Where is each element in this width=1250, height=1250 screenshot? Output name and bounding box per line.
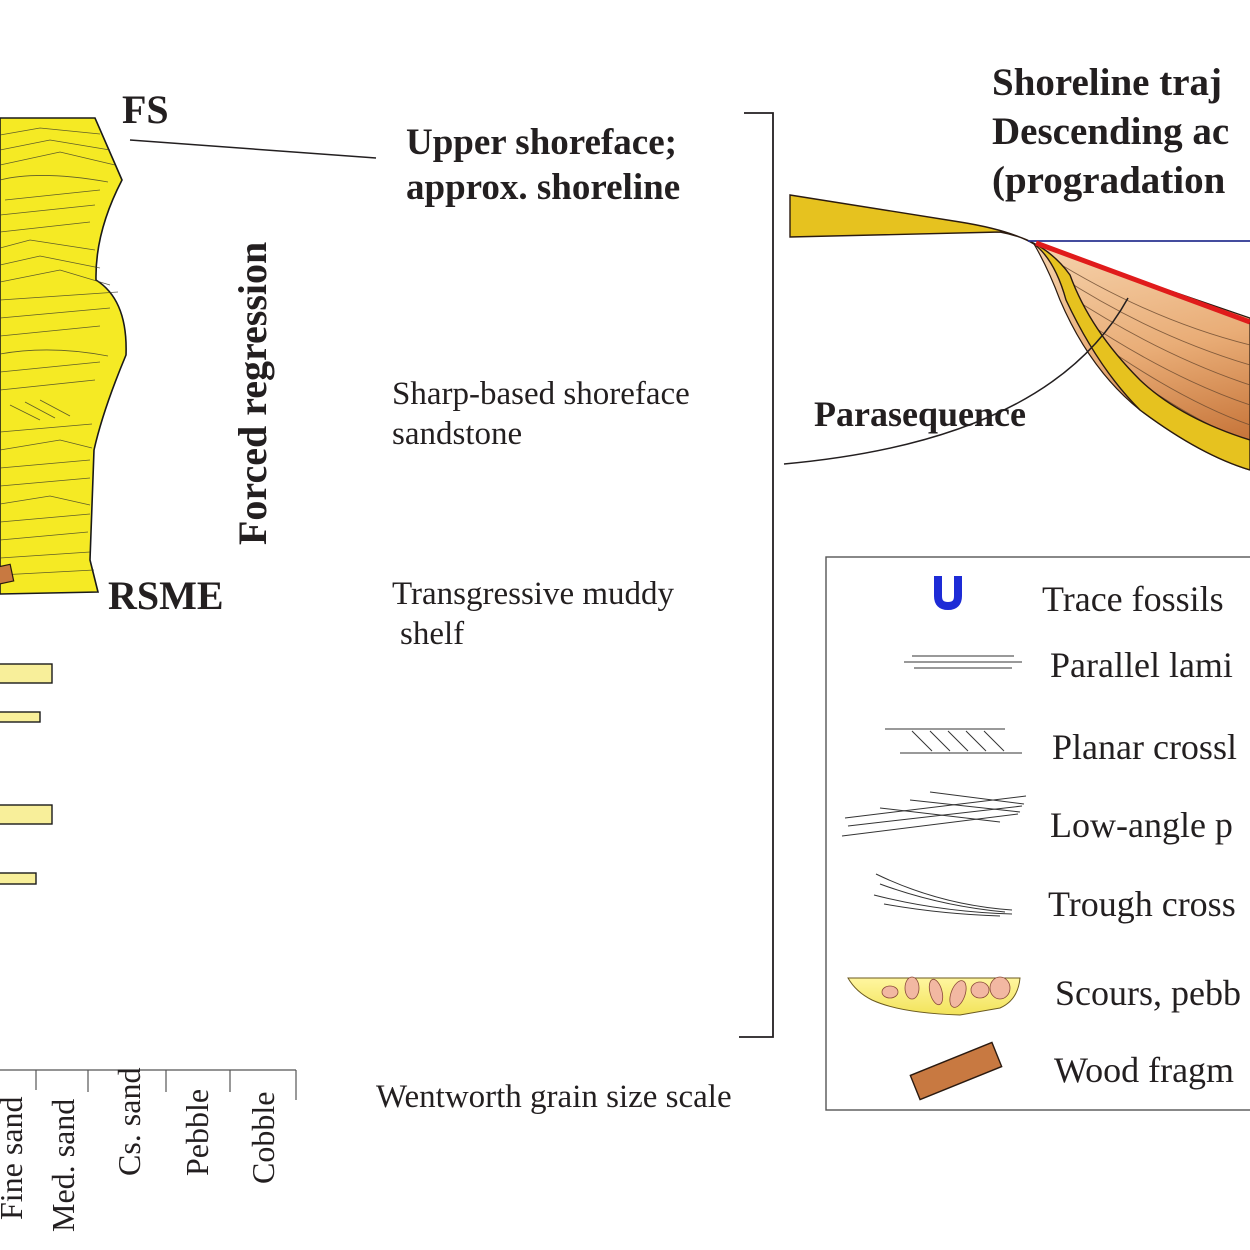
legend-label-scours-pebbles: Scours, pebb bbox=[1055, 973, 1241, 1013]
trajectory-title-line3: (progradation bbox=[992, 159, 1226, 202]
cross-stratification-lines bbox=[0, 127, 119, 576]
transgressive-label-line2: shelf bbox=[400, 616, 464, 652]
sharp-based-label-line2: sandstone bbox=[392, 416, 522, 452]
low-angle-lamination-icon bbox=[841, 791, 1027, 837]
trace-fossils-icon bbox=[934, 576, 962, 611]
trough-cross-bedding-icon bbox=[873, 873, 1013, 917]
sedimentary-log: Fine sand Med. sand Cs. sand Pebble Cobb… bbox=[0, 87, 377, 1232]
wood-fragment-in-log bbox=[0, 563, 15, 586]
legend-box bbox=[825, 556, 1250, 1111]
fs-leader-line bbox=[129, 139, 377, 159]
trajectory-cross-section: Shoreline traj Descending ac (progradati… bbox=[783, 61, 1250, 471]
wentworth-label: Wentworth grain size scale bbox=[376, 1079, 732, 1115]
parallel-lamination-icon bbox=[904, 655, 1022, 669]
muddy-shelf-sand-beds bbox=[0, 663, 53, 885]
parasequence-bracket bbox=[739, 112, 774, 1038]
grain-label-med-sand: Med. sand bbox=[45, 1099, 81, 1232]
shoreface-sand-layer bbox=[789, 194, 1250, 471]
legend-label-trough-cross: Trough cross bbox=[1048, 884, 1236, 924]
trajectory-title-line1: Shoreline traj bbox=[992, 61, 1222, 104]
parasequence-leader-line bbox=[783, 297, 1129, 465]
shoreface-sandstone-body bbox=[0, 117, 127, 595]
sharp-based-label-line1: Sharp-based shoreface bbox=[392, 376, 690, 412]
legend-label-parallel-lamination: Parallel lami bbox=[1050, 645, 1233, 685]
rsme-label: RSME bbox=[108, 573, 224, 618]
grain-size-axis bbox=[0, 1069, 297, 1100]
shoreline-trajectory-line bbox=[1035, 240, 1250, 325]
forced-regression-label: Forced regression bbox=[230, 242, 275, 545]
upper-shoreface-label-line1: Upper shoreface; bbox=[406, 122, 677, 163]
grain-label-pebble: Pebble bbox=[179, 1089, 215, 1176]
legend-label-trace-fossils: Trace fossils bbox=[1042, 579, 1224, 619]
grain-label-cs-sand: Cs. sand bbox=[111, 1068, 147, 1176]
grain-label-cobble: Cobble bbox=[245, 1092, 281, 1184]
wood-fragment-icon bbox=[909, 1041, 1003, 1101]
legend-label-wood-fragment: Wood fragm bbox=[1054, 1050, 1234, 1090]
fs-label: FS bbox=[122, 87, 169, 132]
planar-cross-bedding-icon bbox=[885, 728, 1022, 754]
scours-pebbles-icon bbox=[847, 976, 1021, 1016]
interpretation-column: Upper shoreface; approx. shoreline Sharp… bbox=[376, 112, 774, 1115]
legend: Trace fossils Parallel lami Planar cross… bbox=[825, 556, 1250, 1111]
upper-shoreface-label-line2: approx. shoreline bbox=[406, 167, 680, 208]
trajectory-title-line2: Descending ac bbox=[992, 110, 1229, 153]
legend-label-low-angle: Low-angle p bbox=[1050, 805, 1233, 845]
grain-label-fine-sand: Fine sand bbox=[0, 1096, 29, 1220]
parasequence-label: Parasequence bbox=[814, 394, 1026, 434]
legend-label-planar-cross-bedding: Planar crossl bbox=[1052, 727, 1237, 767]
transgressive-label-line1: Transgressive muddy bbox=[392, 576, 675, 612]
